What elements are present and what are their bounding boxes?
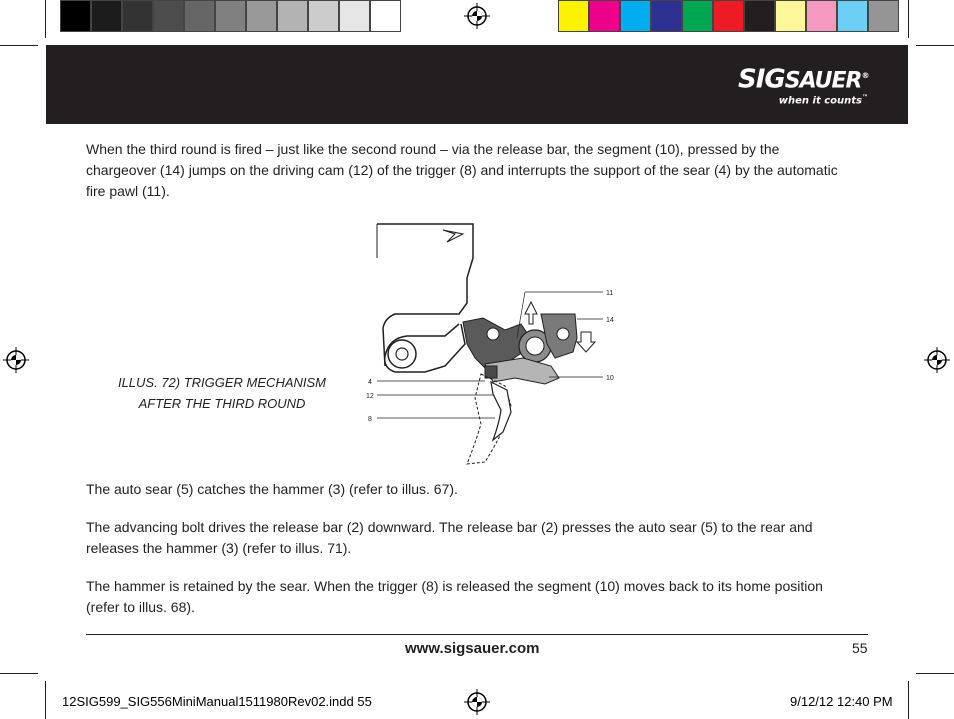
crop-mark xyxy=(0,45,38,46)
leader-line xyxy=(516,291,526,339)
color-swatch xyxy=(91,0,122,32)
color-swatch xyxy=(215,0,246,32)
color-swatch xyxy=(713,0,744,32)
hammer-pivot xyxy=(387,339,417,369)
logo-sauer: SAUER xyxy=(784,68,863,94)
crop-mark xyxy=(908,681,909,719)
label-12: 12 xyxy=(366,393,374,400)
auto-sear-paragraph: The auto sear (5) catches the hammer (3)… xyxy=(86,481,458,497)
color-swatch xyxy=(370,0,401,32)
receiver-outline xyxy=(377,223,474,367)
sear-part xyxy=(484,365,498,379)
label-8: 8 xyxy=(368,416,372,423)
crop-mark xyxy=(45,0,46,38)
grayscale-color-bar xyxy=(60,0,401,32)
color-swatch xyxy=(775,0,806,32)
color-swatch xyxy=(589,0,620,32)
down-arrow-icon xyxy=(575,331,597,353)
movement-arrow-icon xyxy=(442,229,465,243)
crop-mark xyxy=(45,681,46,719)
website-link[interactable]: www.sigsauer.com xyxy=(405,640,540,657)
lower-body-outline xyxy=(383,323,466,373)
chargeover-hole xyxy=(556,327,570,341)
illustration-caption: ILLUS. 72) TRIGGER MECHANISM AFTER THE T… xyxy=(116,372,328,414)
color-swatch xyxy=(837,0,868,32)
segment-hole xyxy=(525,336,545,356)
slug-filename: 12SIG599_SIG556MiniManual1511980Rev02.in… xyxy=(62,694,372,709)
caption-line-1: ILLUS. 72) TRIGGER MECHANISM xyxy=(117,375,327,390)
color-swatch xyxy=(868,0,899,32)
header-band: SIGSAUER® when it counts™ xyxy=(46,45,908,124)
color-swatch xyxy=(806,0,837,32)
trigger-part xyxy=(490,380,512,442)
trigger-mechanism-diagram: 11 14 10 4 12 8 xyxy=(366,223,614,465)
logo-sig: SIG xyxy=(738,64,786,95)
registration-mark-icon xyxy=(464,3,490,29)
color-swatch xyxy=(246,0,277,32)
color-swatch xyxy=(651,0,682,32)
hammer-pin xyxy=(395,347,409,361)
color-swatch xyxy=(153,0,184,32)
color-swatch xyxy=(744,0,775,32)
registration-mark-icon xyxy=(3,347,29,373)
color-swatch xyxy=(558,0,589,32)
hammer-hole xyxy=(486,327,500,341)
registration-mark-icon xyxy=(924,347,950,373)
label-11: 11 xyxy=(606,290,613,297)
crop-mark xyxy=(916,45,954,46)
process-color-bar xyxy=(558,0,899,32)
crop-mark xyxy=(916,673,954,674)
color-swatch xyxy=(682,0,713,32)
color-swatch xyxy=(620,0,651,32)
caption-line-2: AFTER THE THIRD ROUND xyxy=(138,396,306,411)
intro-paragraph: When the third round is fired – just lik… xyxy=(86,141,838,199)
label-10: 10 xyxy=(606,375,614,382)
page-number: 55 xyxy=(852,640,868,656)
advancing-bolt-paragraph: The advancing bolt drives the release ba… xyxy=(86,519,813,556)
color-swatch xyxy=(277,0,308,32)
color-swatch xyxy=(184,0,215,32)
logo-registered-mark: ® xyxy=(861,71,869,80)
crop-mark xyxy=(0,673,38,674)
crop-mark xyxy=(908,0,909,38)
slug-datetime: 9/12/12 12:40 PM xyxy=(790,694,893,709)
color-swatch xyxy=(308,0,339,32)
footer-rule xyxy=(86,634,868,635)
logo-tagline-mark: ™ xyxy=(862,93,868,101)
color-swatch xyxy=(339,0,370,32)
up-arrow-icon xyxy=(524,300,538,325)
label-14: 14 xyxy=(606,317,614,324)
label-4: 4 xyxy=(368,379,372,386)
sig-sauer-logo: SIGSAUER® when it counts™ xyxy=(738,62,869,106)
logo-tagline: when it counts xyxy=(778,94,862,106)
hammer-retained-paragraph: The hammer is retained by the sear. When… xyxy=(86,578,823,615)
registration-mark-icon xyxy=(464,689,490,715)
color-swatch xyxy=(122,0,153,32)
color-swatch xyxy=(60,0,91,32)
